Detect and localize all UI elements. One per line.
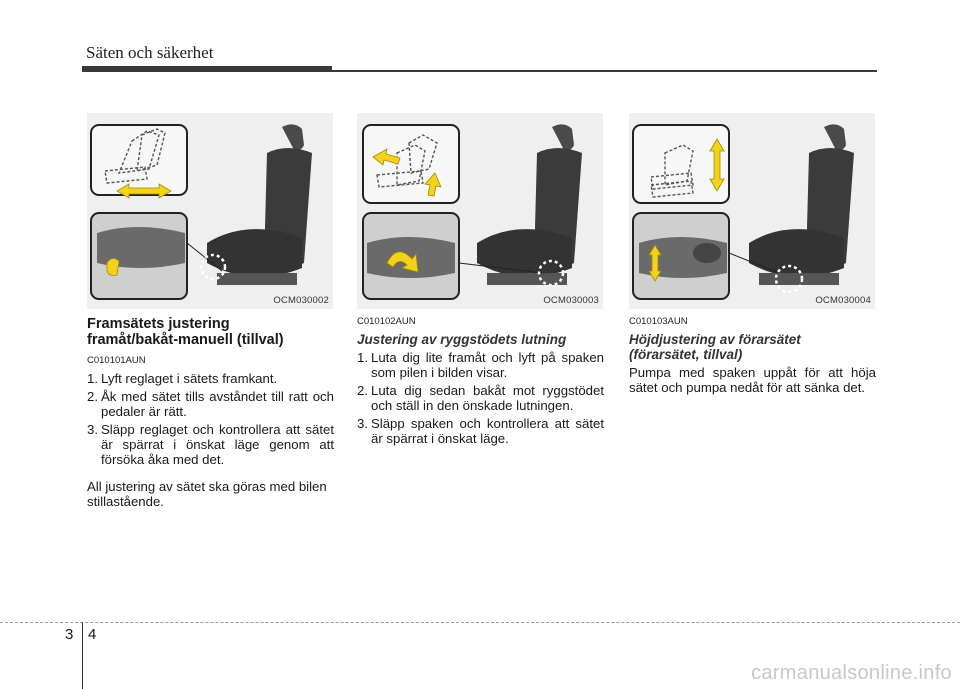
body-text: Pumpa med spaken uppåt för att höja säte… <box>629 365 876 395</box>
seat-slide-illustration <box>90 124 312 300</box>
double-arrow-vertical-icon <box>709 138 725 192</box>
header-rule <box>332 70 877 72</box>
list-item: 3.Släpp reglaget och kontrollera att sät… <box>87 422 334 467</box>
seat-height-illustration <box>632 124 854 300</box>
footer-rule <box>0 622 960 624</box>
cushion-shape <box>749 229 844 277</box>
steps-list: 1.Lyft reglaget i sätets framkant. 2.Åk … <box>87 371 334 467</box>
cushion-shape <box>207 229 302 277</box>
section-title: Framsätets justering framåt/bakåt-manuel… <box>87 316 284 348</box>
list-item: 2.Luta dig sedan bakåt mot ryggstödet oc… <box>357 383 604 413</box>
steps-list: 1.Luta dig lite framåt och lyft på spake… <box>357 350 604 446</box>
figure-code: OCM030004 <box>815 295 871 306</box>
list-item: 1.Luta dig lite framåt och lyft på spake… <box>357 350 604 380</box>
headrest-shape <box>282 124 304 151</box>
recline-back-arrow-icon <box>372 148 401 166</box>
backrest-recline-illustration <box>362 124 582 300</box>
section-title: Höjdjustering av förarsätet (förarsätet,… <box>629 332 801 362</box>
page-number: 4 <box>88 626 97 643</box>
double-arrow-horizontal-icon <box>116 183 172 199</box>
column-backrest: C010102AUN Justering av ryggstödets lutn… <box>357 316 604 449</box>
headrest-shape <box>552 124 574 151</box>
headrest-shape <box>824 124 846 151</box>
section-code: C010102AUN <box>357 316 416 327</box>
figure-seat-height: OCM030004 <box>629 113 875 309</box>
footer-divider <box>82 622 83 689</box>
figure-code: OCM030003 <box>543 295 599 306</box>
list-item: 3.Släpp spaken och kontrollera att sätet… <box>357 416 604 446</box>
lever-lift-arrow-icon <box>106 258 120 276</box>
header-bar <box>82 66 332 72</box>
cushion-shape <box>477 229 572 277</box>
watermark: carmanualsonline.info <box>751 662 952 684</box>
column-seat-slide: Framsätets justering framåt/bakåt-manuel… <box>87 316 334 509</box>
chapter-number: 3 <box>65 626 74 643</box>
section-header-title: Säten och säkerhet <box>86 43 214 62</box>
pump-lever-arrow-icon <box>648 244 662 282</box>
note-text: All justering av sätet ska göras med bil… <box>87 479 327 509</box>
section-title: Justering av ryggstödets lutning <box>357 332 567 347</box>
figure-seat-slide: OCM030002 <box>87 113 333 309</box>
list-item: 1.Lyft reglaget i sätets framkant. <box>87 371 278 386</box>
figure-code: OCM030002 <box>273 295 329 306</box>
column-seat-height: C010103AUN Höjdjustering av förarsätet (… <box>629 316 876 395</box>
figure-backrest-recline: OCM030003 <box>357 113 603 309</box>
lever-lift-arrow-icon <box>386 251 419 273</box>
recline-forward-arrow-icon <box>424 172 442 197</box>
section-code: C010101AUN <box>87 355 146 366</box>
list-item: 2.Åk med sätet tills avståndet till ratt… <box>87 389 334 419</box>
section-code: C010103AUN <box>629 316 688 327</box>
